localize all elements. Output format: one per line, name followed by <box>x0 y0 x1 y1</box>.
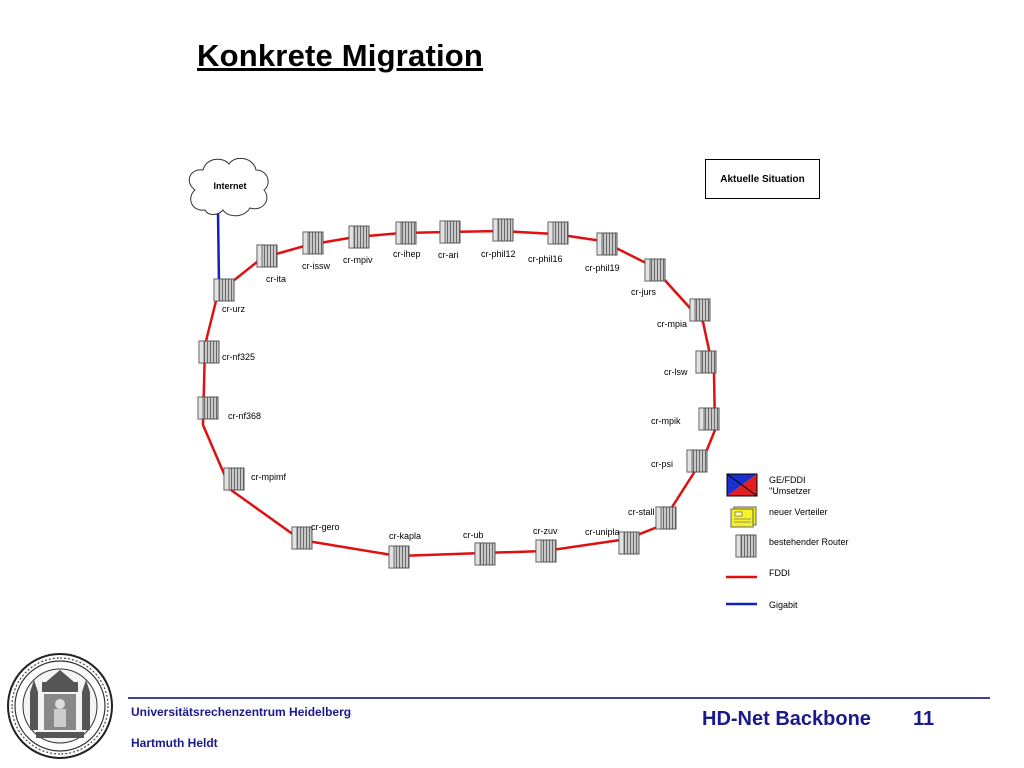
internet-cloud: Internet <box>188 157 269 217</box>
router-label: cr-ihep <box>393 249 421 259</box>
router-icon-face <box>223 467 230 491</box>
router-cr-mpiv[interactable]: cr-mpiv <box>343 225 373 265</box>
router-icon-face <box>439 220 446 244</box>
router-icon-face <box>655 506 662 530</box>
router-cr-phil19[interactable]: cr-phil19 <box>585 232 620 273</box>
router-icon-face <box>348 225 355 249</box>
router-icon-face <box>388 545 395 569</box>
router-cr-kapla[interactable]: cr-kapla <box>388 531 421 569</box>
router-icon-face <box>291 526 298 550</box>
router-label: cr-mpik <box>651 416 681 426</box>
footer-presentation-title: HD-Net Backbone <box>702 708 871 730</box>
router-label: cr-mpimf <box>251 472 286 482</box>
router-icon-face <box>198 340 205 364</box>
legend-item-distributor: neuer Verteiler <box>726 504 846 532</box>
footer-divider <box>128 697 990 699</box>
university-seal <box>7 653 113 759</box>
legend-label: FDDI <box>769 568 790 578</box>
router-label: cr-issw <box>302 261 330 271</box>
router-icon-face <box>535 539 542 563</box>
router-icon-face <box>256 244 263 268</box>
router-label: cr-psi <box>651 459 673 469</box>
router-cr-zuv[interactable]: cr-zuv <box>533 526 558 563</box>
router-icon-face <box>213 278 220 302</box>
distributor-icon <box>730 506 757 528</box>
router-label: cr-ita <box>266 274 286 284</box>
router-label: cr-ub <box>463 530 484 540</box>
router-cr-ihep[interactable]: cr-ihep <box>393 221 421 259</box>
router-cr-issw[interactable]: cr-issw <box>302 231 330 271</box>
router-cr-ub[interactable]: cr-ub <box>463 530 496 566</box>
router-cr-ari[interactable]: cr-ari <box>438 220 461 260</box>
router-cr-lsw[interactable]: cr-lsw <box>664 350 717 377</box>
router-icon-face <box>547 221 554 245</box>
router-label: cr-phil19 <box>585 263 620 273</box>
router-icon-face <box>618 531 625 555</box>
router-cr-mpimf[interactable]: cr-mpimf <box>223 467 286 491</box>
router-label: cr-kapla <box>389 531 421 541</box>
gigabit-uplink <box>216 211 221 285</box>
router-label: cr-nf368 <box>228 411 261 421</box>
router-icon-face <box>698 407 705 431</box>
legend-item-fddi: FDDI <box>726 568 846 596</box>
router-label: cr-jurs <box>631 287 656 297</box>
router-label: cr-gero <box>311 522 340 532</box>
router-cr-gero[interactable]: cr-gero <box>291 522 340 550</box>
router-cr-nf368[interactable]: cr-nf368 <box>197 396 261 421</box>
router-cr-jurs[interactable]: cr-jurs <box>631 258 666 297</box>
router-cr-ita[interactable]: cr-ita <box>256 244 286 284</box>
router-cr-mpia[interactable]: cr-mpia <box>657 298 711 329</box>
router-cr-psi[interactable]: cr-psi <box>651 449 708 473</box>
legend-label: bestehender Router <box>769 537 849 547</box>
legend-label: Gigabit <box>769 600 798 610</box>
router-label: cr-phil16 <box>528 254 563 264</box>
router-icon-face <box>474 542 481 566</box>
router-icon-face <box>197 396 204 420</box>
footer-organization: Universitätsrechenzentrum Heidelberg <box>131 705 352 719</box>
footer-page-number: 11 <box>913 708 935 730</box>
router-cr-phil16[interactable]: cr-phil16 <box>528 221 569 264</box>
page-title: Konkrete Migration <box>197 38 484 73</box>
internet-label: Internet <box>213 181 246 191</box>
router-cr-unipla[interactable]: cr-unipla <box>585 527 640 555</box>
router-label: cr-ari <box>438 250 459 260</box>
legend-label: GE/FDDI "Umsetzer <box>769 475 811 496</box>
router-icon-face <box>689 298 696 322</box>
footer-author: Hartmuth Heldt <box>131 736 218 750</box>
legend-item-router: bestehender Router <box>726 534 849 562</box>
router-label: cr-nf325 <box>222 352 255 362</box>
router-label: cr-unipla <box>585 527 620 537</box>
router-label: cr-mpiv <box>343 255 373 265</box>
router-icon-face <box>492 218 499 242</box>
legend-item-ge-fddi: GE/FDDI "Umsetzer <box>726 472 846 500</box>
fddi-line-icon <box>726 575 757 579</box>
network-diagram: Internet cr-urz cr-ita cr-issw cr-mpiv cr-ih… <box>188 157 720 569</box>
router-icon-face <box>596 232 603 256</box>
router-cr-mpik[interactable]: cr-mpik <box>651 407 720 431</box>
router-label: cr-phil12 <box>481 249 516 259</box>
router-icon-face <box>395 221 402 245</box>
router-cr-nf325[interactable]: cr-nf325 <box>198 340 255 364</box>
router-icon <box>735 534 757 558</box>
router-label: cr-mpia <box>657 319 687 329</box>
router-icon-face <box>302 231 309 255</box>
router-cr-stall[interactable]: cr-stall <box>628 506 677 530</box>
router-label: cr-urz <box>222 304 245 314</box>
router-cr-urz[interactable]: cr-urz <box>213 278 245 314</box>
router-icon-face <box>686 449 693 473</box>
situation-box: Aktuelle Situation <box>705 159 820 199</box>
router-icon-face <box>695 350 702 374</box>
router-label: cr-zuv <box>533 526 558 536</box>
legend-label: neuer Verteiler <box>769 507 828 517</box>
router-cr-phil12[interactable]: cr-phil12 <box>481 218 516 259</box>
gigabit-line-icon <box>726 602 757 606</box>
legend-item-gigabit: Gigabit <box>726 598 846 626</box>
router-label: cr-lsw <box>664 367 688 377</box>
router-icon-face <box>644 258 651 282</box>
router-label: cr-stall <box>628 507 655 517</box>
ge-fddi-converter-icon <box>726 473 758 497</box>
